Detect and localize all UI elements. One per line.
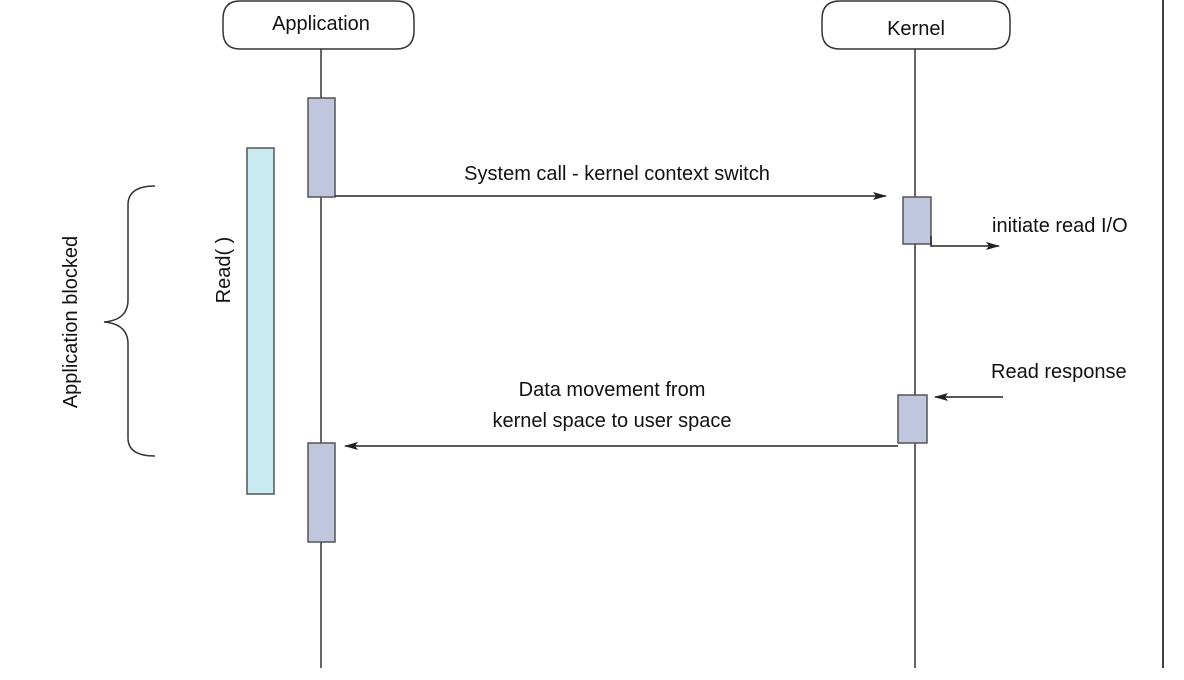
data-movement-label-line1: Data movement from (519, 379, 706, 401)
kernel-participant: Kernel (821, 0, 1011, 50)
system-call-label: System call - kernel context switch (464, 163, 770, 185)
kernel-activation-1 (902, 196, 932, 245)
kernel-participant-label: Kernel (887, 18, 945, 40)
application-participant: Application (222, 0, 415, 50)
application-activation-1 (307, 97, 336, 198)
application-blocked-brace (103, 185, 156, 457)
application-blocked-label: Application blocked (60, 236, 82, 408)
kernel-activation-2 (897, 394, 928, 444)
application-activation-2 (307, 442, 336, 543)
data-movement-label-line2: kernel space to user space (492, 410, 731, 432)
application-participant-label: Application (272, 13, 370, 35)
read-response-label: Read response (991, 361, 1127, 383)
read-call-label: Read( ) (213, 237, 235, 304)
initiate-read-label: initiate read I/O (992, 215, 1128, 237)
initiate-read-arrow (930, 236, 1000, 250)
read-call-bar (246, 147, 275, 495)
